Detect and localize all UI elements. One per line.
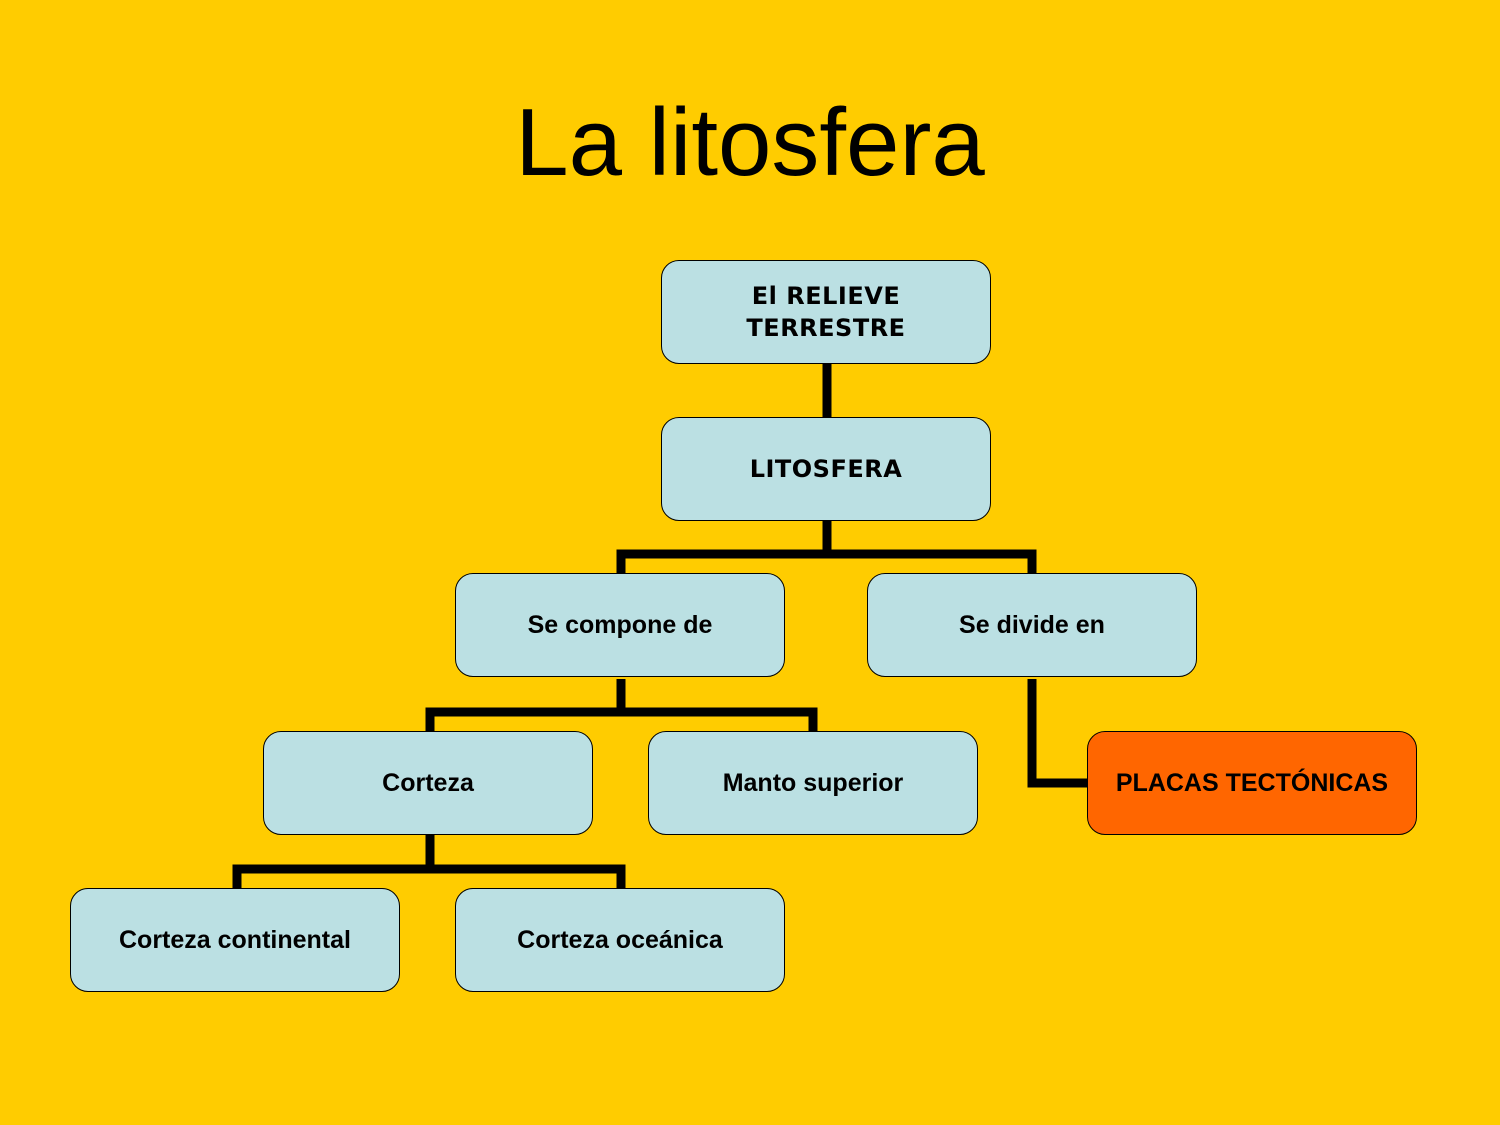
node-relieve-line1: El RELIEVE: [751, 282, 901, 310]
node-litosfera: LITOSFERA: [661, 417, 991, 521]
edge-corteza-children: [232, 835, 626, 888]
node-se-divide-en: Se divide en: [867, 573, 1197, 677]
edge-compone-children: [425, 679, 818, 731]
node-se-compone-de: Se compone de: [455, 573, 785, 677]
node-relieve-terrestre: El RELIEVE TERRESTRE: [661, 260, 991, 364]
node-placas-label: PLACAS TECTÓNICAS: [1115, 769, 1389, 797]
slide-title: La litosfera: [515, 89, 985, 196]
node-corteza-continental: Corteza continental: [70, 888, 400, 992]
node-placas-tectonicas: PLACAS TECTÓNICAS: [1087, 731, 1417, 835]
node-corteza-label: Corteza: [382, 769, 474, 797]
node-manto-superior: Manto superior: [648, 731, 978, 835]
edge-litosfera-children: [616, 521, 1037, 574]
node-divide-label: Se divide en: [959, 611, 1105, 639]
node-compone-label: Se compone de: [527, 611, 713, 639]
node-corteza-oceanica: Corteza oceánica: [455, 888, 785, 992]
edge-divide-placas: [1027, 679, 1088, 788]
node-oceanica-label: Corteza oceánica: [517, 926, 723, 954]
node-litosfera-label: LITOSFERA: [749, 455, 903, 483]
node-corteza: Corteza: [263, 731, 593, 835]
node-relieve-line2: TERRESTRE: [746, 314, 906, 342]
node-manto-label: Manto superior: [722, 769, 904, 797]
node-continental-label: Corteza continental: [119, 926, 351, 954]
